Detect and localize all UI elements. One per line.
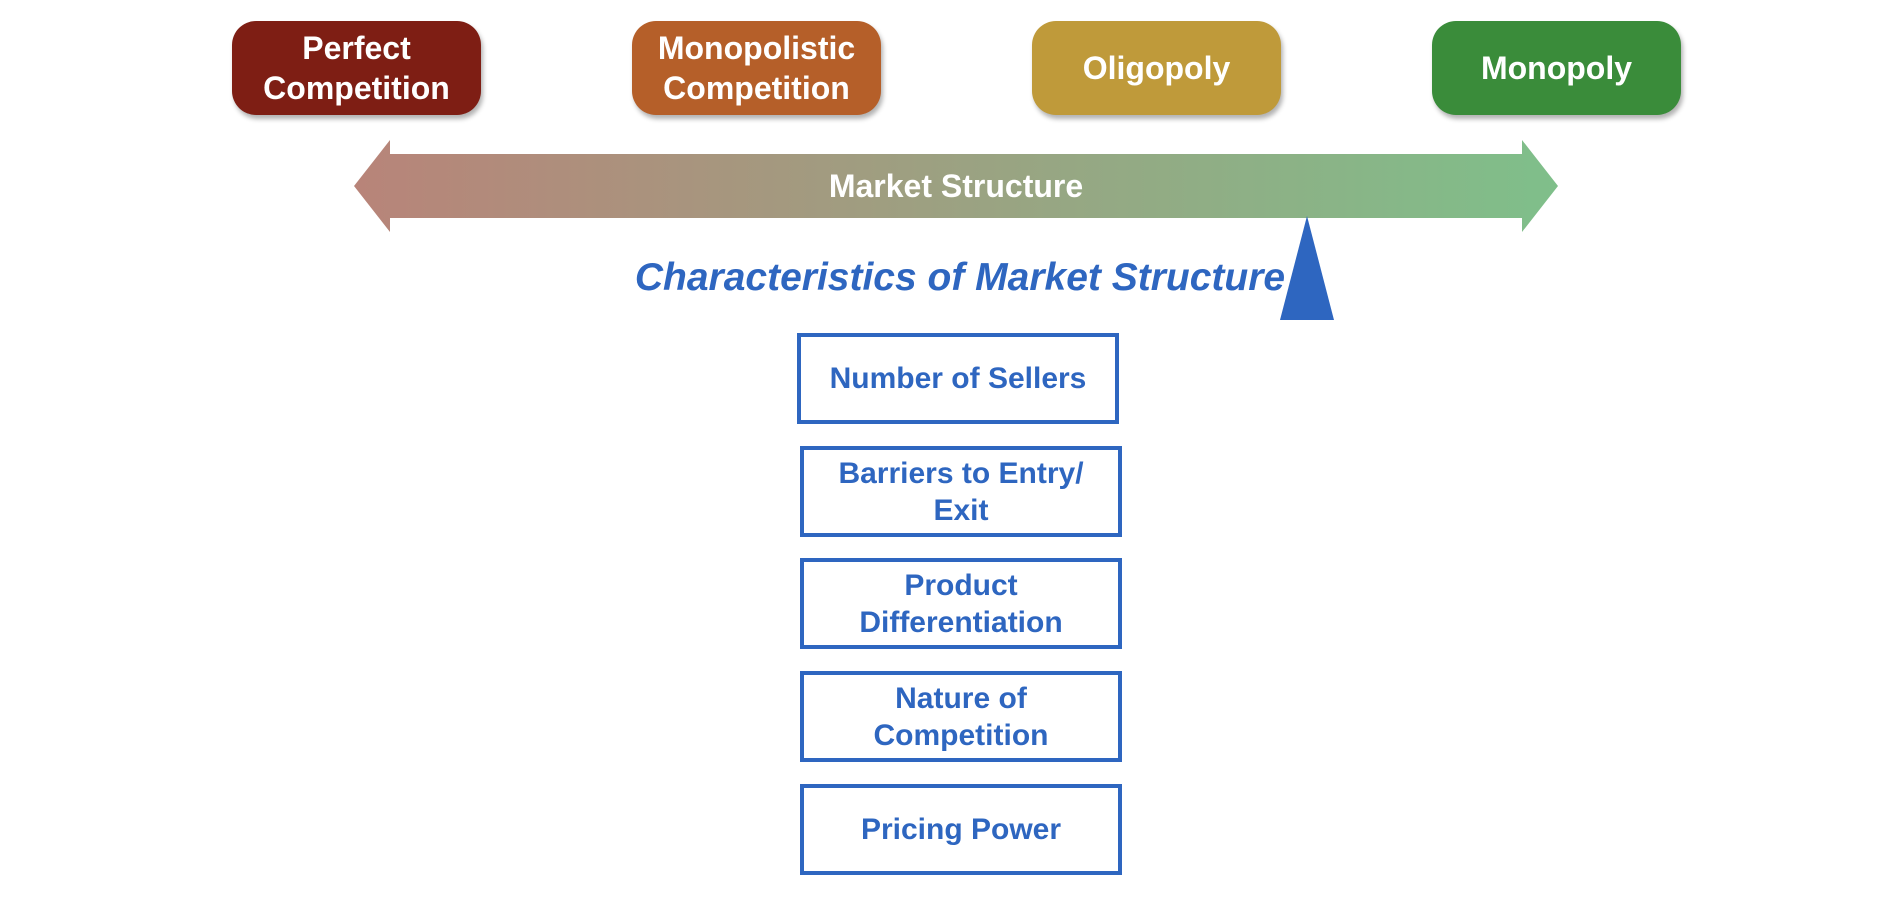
characteristic-label: Pricing Power [860, 813, 1062, 846]
market-type-label: Perfect Competition [263, 30, 450, 106]
market-type-oligopoly: Oligopoly [1032, 21, 1281, 115]
pointer-triangle-icon [1280, 216, 1334, 320]
market-type-perfect-competition: Perfect Competition [232, 21, 481, 115]
characteristic-barriers-to-entry-exit: Barriers to Entry/ Exit [800, 446, 1122, 537]
characteristic-number-of-sellers: Number of Sellers [797, 333, 1119, 424]
characteristic-label: Nature of Competition [873, 681, 1049, 752]
double-arrow-icon [354, 140, 1558, 232]
characteristic-label: Barriers to Entry/ Exit [838, 456, 1084, 527]
market-type-monopoly: Monopoly [1432, 21, 1681, 115]
characteristic-product-differentiation: Product Differentiation [800, 558, 1122, 649]
characteristic-nature-of-competition: Nature of Competition [800, 671, 1122, 762]
market-structure-arrow: Market Structure [354, 140, 1558, 232]
market-type-label: Oligopoly [1082, 50, 1231, 86]
market-type-monopolistic-competition: Monopolistic Competition [632, 21, 881, 115]
characteristic-pricing-power: Pricing Power [800, 784, 1122, 875]
market-structure-label: Market Structure [828, 167, 1084, 204]
characteristic-label: Product Differentiation [859, 568, 1063, 639]
characteristic-label: Number of Sellers [829, 362, 1087, 395]
characteristics-heading: Characteristics of Market Structure [634, 256, 1286, 299]
market-type-label: Monopoly [1480, 50, 1633, 86]
market-type-label: Monopolistic Competition [657, 30, 856, 106]
